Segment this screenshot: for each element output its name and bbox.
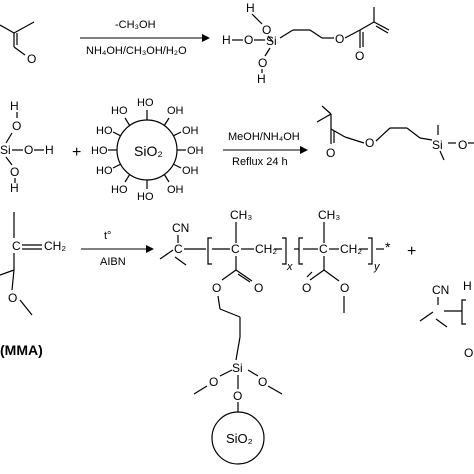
atom-o: O: [335, 32, 344, 46]
atom-si: Si: [432, 138, 443, 152]
atom-h: H: [10, 99, 19, 113]
silanol: O H Si O H O H: [0, 99, 54, 195]
hydroxyl-group: HO: [91, 145, 108, 157]
silica-grafted-anchor: Si O O O SiO₂: [193, 361, 283, 465]
initiator-fragment: CN C: [159, 221, 206, 266]
reaction2-condition-above: MeOH/NH₄OH: [228, 131, 300, 143]
atom-o: O: [302, 281, 311, 295]
atom-h: H: [463, 279, 472, 293]
reaction1-arrow: -CH₃OH NH₄OH/CH₃OH/H₂O: [80, 19, 210, 57]
atom-o: O: [233, 389, 242, 403]
atom-c: C: [231, 242, 240, 256]
plus-sign: +: [72, 144, 81, 161]
atom-c: C: [12, 239, 21, 253]
atom-h: H: [222, 33, 231, 47]
atom-c: C: [319, 242, 328, 256]
atom-h: H: [246, 1, 255, 15]
hydroxyl-group: HO: [137, 97, 154, 109]
atom-cn: CN: [432, 283, 449, 297]
atom-si: Si: [266, 34, 277, 48]
hydroxyl-group: HO: [137, 191, 154, 203]
particle-label: SiO₂: [134, 143, 163, 159]
atom-h: H: [257, 72, 266, 86]
chain-end-star: *: [385, 239, 391, 255]
atom-o: O: [8, 291, 17, 305]
reaction2-arrow: MeOH/NH₄OH Reflux 24 h: [223, 131, 308, 168]
atom-o: O: [27, 52, 36, 66]
atom-o: O: [258, 56, 267, 70]
atom-cn: CN: [172, 221, 189, 235]
reaction1-product: H O H O Si O H O O: [222, 1, 390, 86]
subscript-y: y: [373, 261, 381, 273]
subscript-x: x: [286, 261, 293, 273]
atom-o: O: [365, 136, 374, 150]
hydroxyl-group: HO: [111, 184, 128, 196]
atom-si: Si: [0, 143, 11, 157]
atom-o: O: [355, 49, 364, 63]
atom-o: O: [340, 281, 349, 295]
reaction1-condition-below: NH₄OH/CH₃OH/H₂O: [86, 45, 187, 57]
atom-ch2: CH₂: [255, 242, 277, 256]
atom-c: C: [174, 242, 183, 256]
reaction3-condition-below: AIBN: [100, 256, 126, 268]
silica-particle: SiO₂ HO HO OH HO OH HO OH HO OH HO OH HO: [91, 97, 204, 203]
atom-ch2: CH₂: [44, 239, 66, 253]
reaction1-condition-above: -CH₃OH: [115, 19, 156, 31]
atom-ch3: CH₃: [230, 208, 252, 222]
right-fragment: CN H O: [419, 279, 473, 360]
atom-ch2: CH₂: [340, 242, 362, 256]
reaction1-reactant: O: [0, 21, 36, 66]
mma-label: (MMA): [0, 342, 43, 358]
plus-sign: +: [407, 243, 416, 260]
atom-o: O: [24, 143, 33, 157]
reaction3-arrow: t° AIBN: [81, 230, 154, 268]
hydroxyl-group: HO: [111, 105, 128, 117]
atom-o: O: [212, 281, 221, 295]
atom-o: O: [12, 119, 21, 133]
hydroxyl-group: OH: [187, 145, 204, 157]
atom-h: H: [10, 181, 19, 195]
atom-o: O: [209, 375, 218, 389]
atom-o: O: [464, 346, 473, 360]
atom-h: H: [45, 143, 54, 157]
atom-si: Si: [232, 361, 243, 375]
hydroxyl-group: HO: [96, 165, 113, 177]
atom-o: O: [262, 23, 271, 37]
atom-o: O: [326, 146, 335, 160]
hydroxyl-group: HO: [96, 125, 113, 137]
mma-monomer: C CH₂ O (MMA): [0, 212, 66, 358]
hydroxyl-group: OH: [182, 125, 199, 137]
reaction2-product: O O Si O: [316, 105, 474, 161]
reaction3-condition-above: t°: [104, 230, 111, 242]
reaction2-condition-below: Reflux 24 h: [232, 156, 288, 168]
hydroxyl-group: OH: [167, 105, 184, 117]
hydroxyl-group: OH: [182, 165, 199, 177]
polymer-chain: CH₃ C CH₂ x O O CH₃ C CH₂ y * +: [207, 208, 416, 361]
atom-o: O: [244, 33, 253, 47]
atom-ch3: CH₃: [318, 208, 340, 222]
atom-o: O: [258, 375, 267, 389]
particle-label: SiO₂: [226, 431, 253, 446]
hydroxyl-group: OH: [167, 184, 184, 196]
atom-o: O: [458, 138, 467, 152]
atom-o: O: [10, 165, 19, 179]
atom-o: O: [254, 281, 263, 295]
